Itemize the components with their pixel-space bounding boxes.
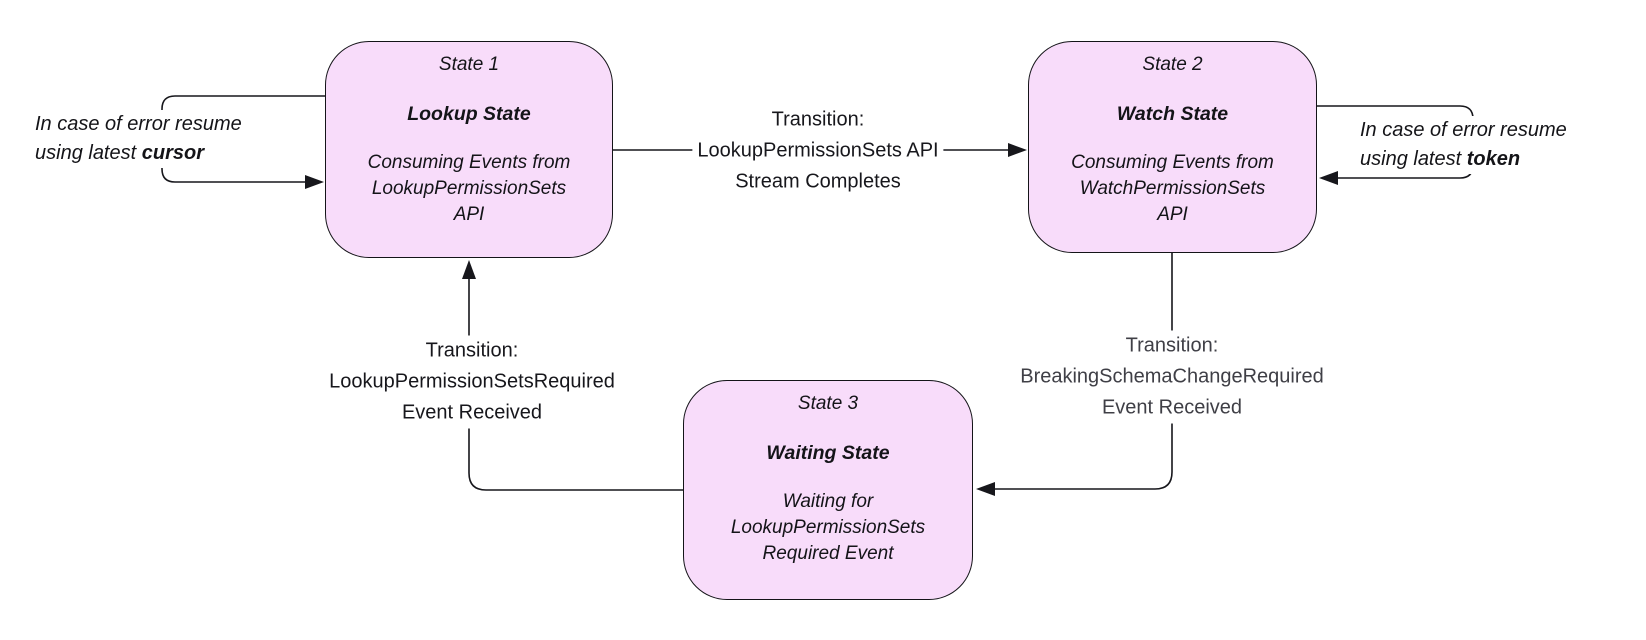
state-node-lookup: State 1 Lookup State Consuming Events fr… <box>325 41 613 258</box>
loop-text-prefix: using latest <box>35 142 142 164</box>
transition-arrowhead-state3-state1 <box>462 260 476 279</box>
transition-arrow-state3-state1 <box>468 279 683 491</box>
self-loop-label-state1: In case of error resume using latest cur… <box>33 110 244 168</box>
state-node-watch: State 2 Watch State Consuming Events fro… <box>1028 41 1317 253</box>
transition-label-event: LookupPermissionSetsRequired <box>324 366 620 398</box>
transition-label-prefix: Transition: <box>420 335 524 367</box>
transition-label-prefix: Transition: <box>1120 330 1224 362</box>
loop-text-bold: token <box>1466 148 1521 170</box>
state-description: Consuming Events from WatchPermissionSet… <box>1071 152 1274 225</box>
loop-text-line1: In case of error resume <box>1358 116 1569 145</box>
transition-label-prefix: Transition: <box>766 104 870 136</box>
transition-label-event: LookupPermissionSets API <box>692 135 944 167</box>
loop-text-prefix: using latest <box>1360 148 1467 170</box>
loop-text-line2: using latest token <box>1358 145 1523 174</box>
loop-text-line2: using latest cursor <box>33 139 206 168</box>
state-node-waiting: State 3 Waiting State Waiting for Lookup… <box>683 380 973 600</box>
transition-label-state1-state2: Transition: LookupPermissionSets API Str… <box>692 104 944 198</box>
self-loop-label-state2: In case of error resume using latest tok… <box>1358 116 1569 174</box>
state-number: State 1 <box>438 54 500 75</box>
transition-label-state3-state1: Transition: LookupPermissionSetsRequired… <box>324 335 620 429</box>
transition-label-suffix: Event Received <box>396 397 548 429</box>
transition-arrowhead-state1-state2 <box>1008 143 1027 157</box>
state-number: State 3 <box>797 393 859 414</box>
self-loop-arrowhead-state2 <box>1319 171 1338 185</box>
state-number: State 2 <box>1142 54 1203 75</box>
loop-text-line1: In case of error resume <box>33 110 244 139</box>
transition-arrowhead-state2-state3 <box>976 482 995 496</box>
transition-arrow-state2-state3 <box>994 252 1173 490</box>
state-name: Watch State <box>1116 103 1229 125</box>
loop-text-bold: cursor <box>141 142 204 164</box>
state-name: Waiting State <box>766 442 890 464</box>
transition-label-event: BreakingSchemaChangeRequired <box>1015 361 1329 393</box>
transition-label-suffix: Stream Completes <box>730 166 906 198</box>
self-loop-arrowhead-state1 <box>305 175 324 189</box>
state-name: Lookup State <box>407 103 531 125</box>
state-description: Waiting for LookupPermissionSets Require… <box>730 491 926 564</box>
transition-label-state2-state3: Transition: BreakingSchemaChangeRequired… <box>1015 330 1329 424</box>
state-description: Consuming Events from LookupPermissionSe… <box>367 152 571 225</box>
transition-label-suffix: Event Received <box>1096 392 1248 424</box>
